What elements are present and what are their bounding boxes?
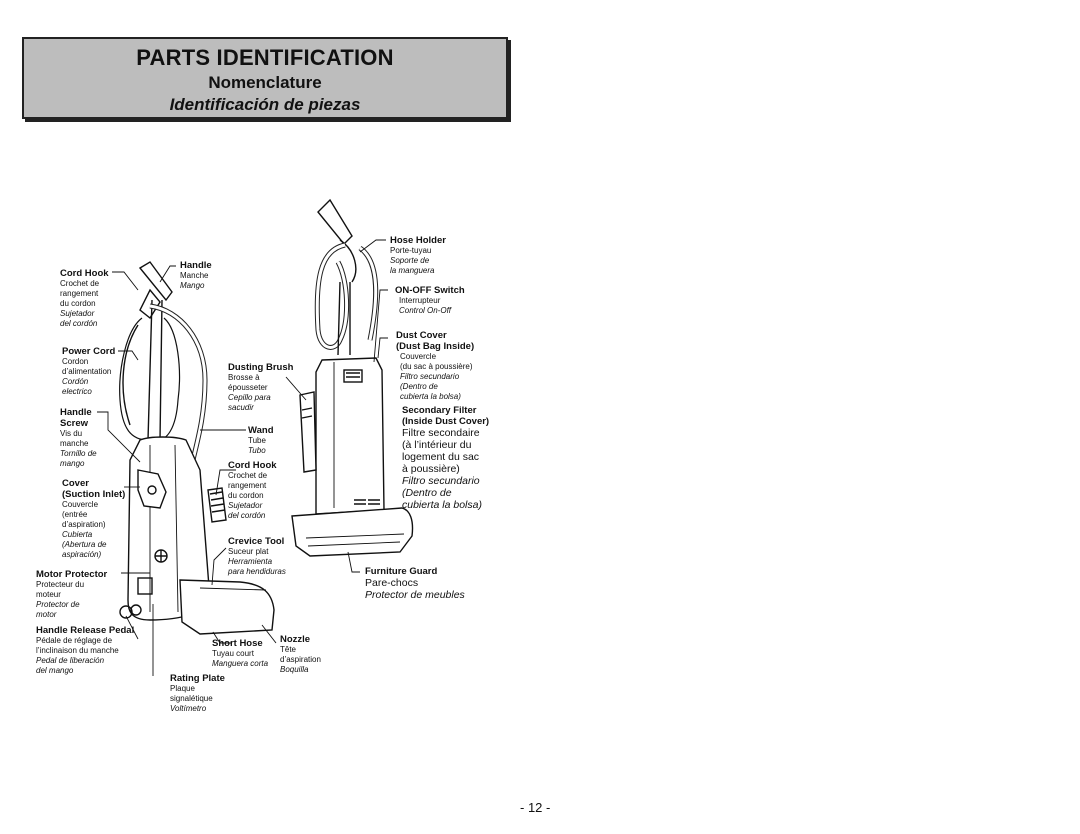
handle-release-pedal-label: Handle Release Pedal Pédale de réglage d… bbox=[36, 625, 135, 675]
page-number: - 12 - bbox=[520, 800, 551, 815]
motor-protector-label: Motor Protector Protecteur du moteur Pro… bbox=[36, 569, 108, 619]
on-off-switch-label: ON-OFF Switch Interrupteur Control On-Of… bbox=[395, 285, 465, 315]
cord-hook-mid-label: Cord Hook Crochet de rangement du cordon… bbox=[228, 460, 277, 520]
handle-screw-label: Handle Screw Vis du manche Tornillo de m… bbox=[60, 407, 97, 468]
page-subtitle-es: Identificación de piezas bbox=[169, 95, 361, 114]
front-view-vacuum bbox=[291, 198, 414, 557]
rear-view-vacuum bbox=[119, 261, 275, 635]
furniture-guard-label: Furniture Guard Pare-chocs Protector de … bbox=[365, 566, 465, 601]
secondary-filter-label: Secondary Filter (Inside Dust Cover) Fil… bbox=[402, 405, 490, 511]
leader-lines bbox=[97, 239, 388, 676]
dust-cover-label: Dust Cover (Dust Bag Inside) Couvercle (… bbox=[396, 330, 475, 401]
wand-label: Wand Tube Tubo bbox=[248, 425, 274, 455]
nozzle-label: Nozzle Tête d’aspiration Boquilla bbox=[280, 634, 321, 674]
hose-holder-label: Hose Holder Porte-tuyau Soporte de la ma… bbox=[390, 235, 446, 275]
rating-plate-label: Rating Plate Plaque signalétique Voltíme… bbox=[170, 673, 225, 713]
crevice-tool-label: Crevice Tool Suceur plat Herramienta par… bbox=[228, 536, 286, 576]
dusting-brush-label: Dusting Brush Brosse à épousseter Cepill… bbox=[228, 362, 294, 412]
title-box: PARTS IDENTIFICATION Nomenclature Identi… bbox=[22, 37, 508, 119]
short-hose-label: Short Hose Tuyau court Manguera corta bbox=[212, 638, 269, 668]
power-cord-label: Power Cord Cordon d’alimentation Cordón … bbox=[62, 346, 116, 396]
cover-label: Cover (Suction Inlet) Couvercle (entrée … bbox=[62, 478, 126, 559]
page-title: PARTS IDENTIFICATION bbox=[136, 45, 394, 70]
page-subtitle-fr: Nomenclature bbox=[208, 73, 322, 92]
handle-label: Handle Manche Mango bbox=[180, 260, 212, 290]
cord-hook-left-label: Cord Hook Crochet de rangement du cordon… bbox=[60, 268, 109, 328]
